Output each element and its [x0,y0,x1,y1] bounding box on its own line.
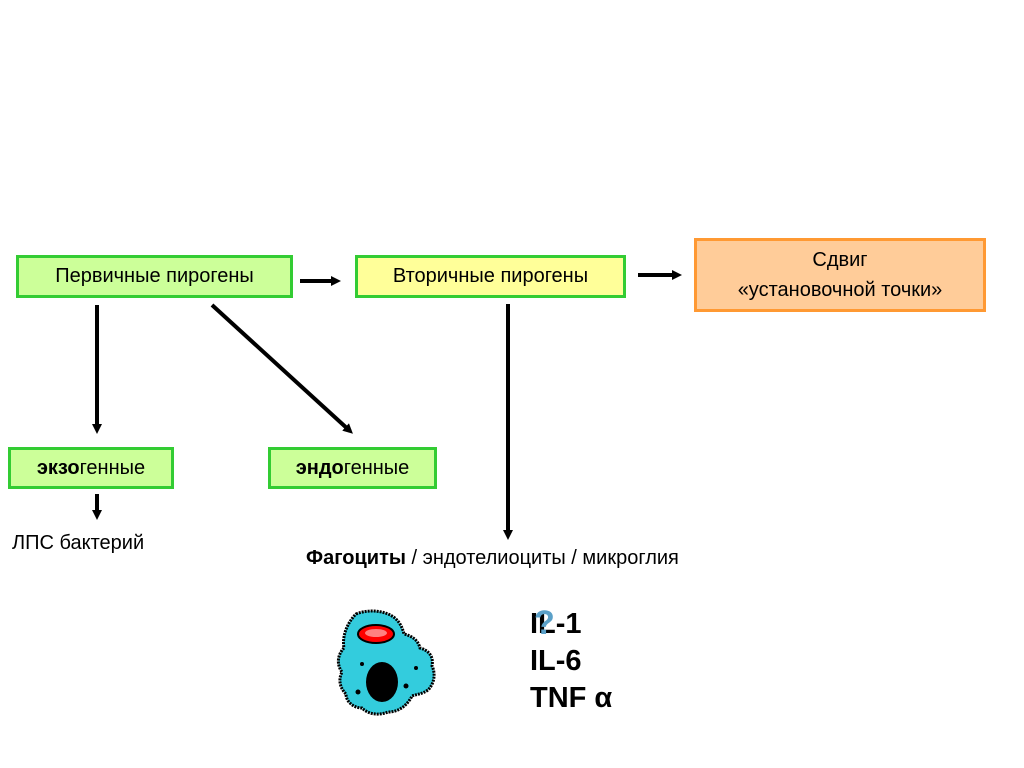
cytokine-il1: IL-1 [530,608,582,640]
cytokine-il6: IL-6 [530,645,582,677]
exogenous-label: экзогенные [37,457,145,480]
endogenous-box: эндогенные [268,447,437,489]
setpoint-shift-line1: Сдвиг [812,249,868,271]
primary-pyrogens-box: Первичные пирогены [16,255,293,298]
secondary-pyrogens-box: Вторичные пирогены [355,255,626,298]
cytokine-list: IL-1 IL-6 TNF α [530,606,612,717]
cells-text: Фагоциты / эндотелиоциты / микроглия [306,547,679,570]
cytokine-tnf: TNF α [530,682,613,714]
other-cells-label: / эндотелиоциты / микроглия [405,547,679,569]
cell-granule [355,689,361,695]
arrow-primary-to-endo [210,303,353,434]
setpoint-shift-line2: «установочной точки» [737,279,943,301]
cell-granule [414,666,418,670]
vacuole-highlight [365,629,387,637]
endogenous-prefix: эндо [295,456,344,479]
setpoint-shift-box: Сдвиг «установочной точки» [694,238,986,312]
endogenous-label: эндогенные [296,457,410,480]
primary-pyrogens-label: Первичные пирогены [55,265,254,287]
exogenous-suffix: генные [79,456,146,479]
phagocyte-cell-image [336,609,436,716]
question-mark: ? [534,604,555,642]
exogenous-prefix: экзо [36,456,80,479]
cell-nucleus [366,662,398,702]
endogenous-suffix: генные [343,456,410,479]
lps-bacteria-text: ЛПС бактерий [12,532,145,554]
secondary-pyrogens-label: Вторичные пирогены [392,265,589,287]
cell-granule [403,683,409,689]
cell-granule [360,662,364,666]
phagocytes-label: Фагоциты [306,547,406,569]
exogenous-box: экзогенные [8,447,174,489]
